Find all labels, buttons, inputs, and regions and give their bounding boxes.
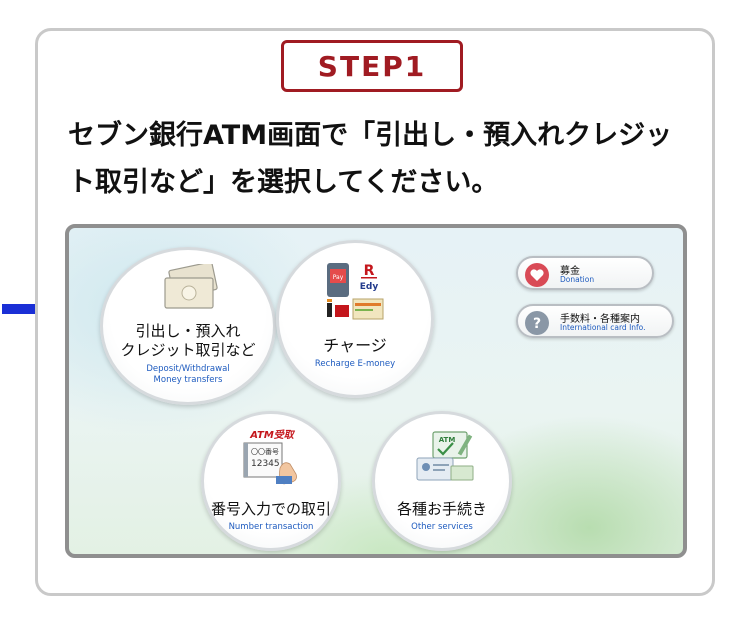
international-card-info-button[interactable]: ? 手数料・各種案内 International card Info. [516, 304, 674, 338]
number-transaction-label: 番号入力での取引 [210, 500, 331, 518]
number-transaction-sub: Number transaction [228, 522, 314, 532]
other-services-label: 各種お手続き [396, 500, 487, 518]
svg-text:Pay: Pay [333, 274, 344, 281]
svg-text:Edy: Edy [360, 282, 379, 292]
withdraw-deposit-button[interactable]: 引出し・預入れ クレジット取引など Deposit/Withdrawal Mon… [100, 247, 276, 405]
step-badge: STEP1 [281, 40, 463, 92]
number-transaction-button[interactable]: ATM受取 〇〇番号 12345 番号入力での取引 Number transac… [201, 411, 341, 551]
withdraw-deposit-label-2: クレジット取引など [120, 341, 256, 359]
svg-text:R: R [364, 263, 375, 279]
donation-label: 募金 [560, 266, 580, 277]
charge-button[interactable]: Pay R Edy チャージ Recharge E-money [276, 240, 434, 398]
instruction-text: セブン銀行ATM画面で「引出し・預入れクレジット取引など」を選択してください。 [68, 120, 673, 198]
international-card-info-label: 手数料・各種案内 [560, 314, 640, 325]
svg-text:?: ? [533, 316, 541, 332]
charge-sub: Recharge E-money [314, 359, 396, 369]
step-badge-label: STEP1 [317, 49, 427, 83]
charge-label: チャージ [323, 336, 387, 355]
donation-button[interactable]: 募金 Donation [516, 256, 654, 290]
emoney-icon: Pay R Edy [327, 263, 384, 320]
withdraw-deposit-label-1: 引出し・預入れ [135, 322, 241, 340]
atm-card-icon: ATM [416, 431, 474, 481]
heart-icon [525, 263, 549, 287]
question-icon: ? [525, 311, 549, 335]
cash-icon [164, 264, 218, 309]
withdraw-deposit-sub-2: Money transfers [153, 375, 223, 385]
other-services-sub: Other services [411, 522, 473, 532]
international-card-info-sub: International card Info. [560, 323, 646, 332]
svg-text:〇〇番号: 〇〇番号 [251, 448, 279, 456]
atm-screen: 引出し・預入れ クレジット取引など Deposit/Withdrawal Mon… [65, 224, 687, 558]
donation-sub: Donation [560, 275, 595, 284]
other-services-button[interactable]: ATM 各種お手続き Other services [372, 411, 512, 551]
svg-text:ATM受取: ATM受取 [249, 429, 296, 441]
keypad-slip-icon: ATM受取 〇〇番号 12345 [243, 429, 297, 485]
svg-text:ATM: ATM [439, 436, 456, 444]
withdraw-deposit-sub-1: Deposit/Withdrawal [146, 364, 230, 374]
svg-text:12345: 12345 [251, 459, 280, 469]
